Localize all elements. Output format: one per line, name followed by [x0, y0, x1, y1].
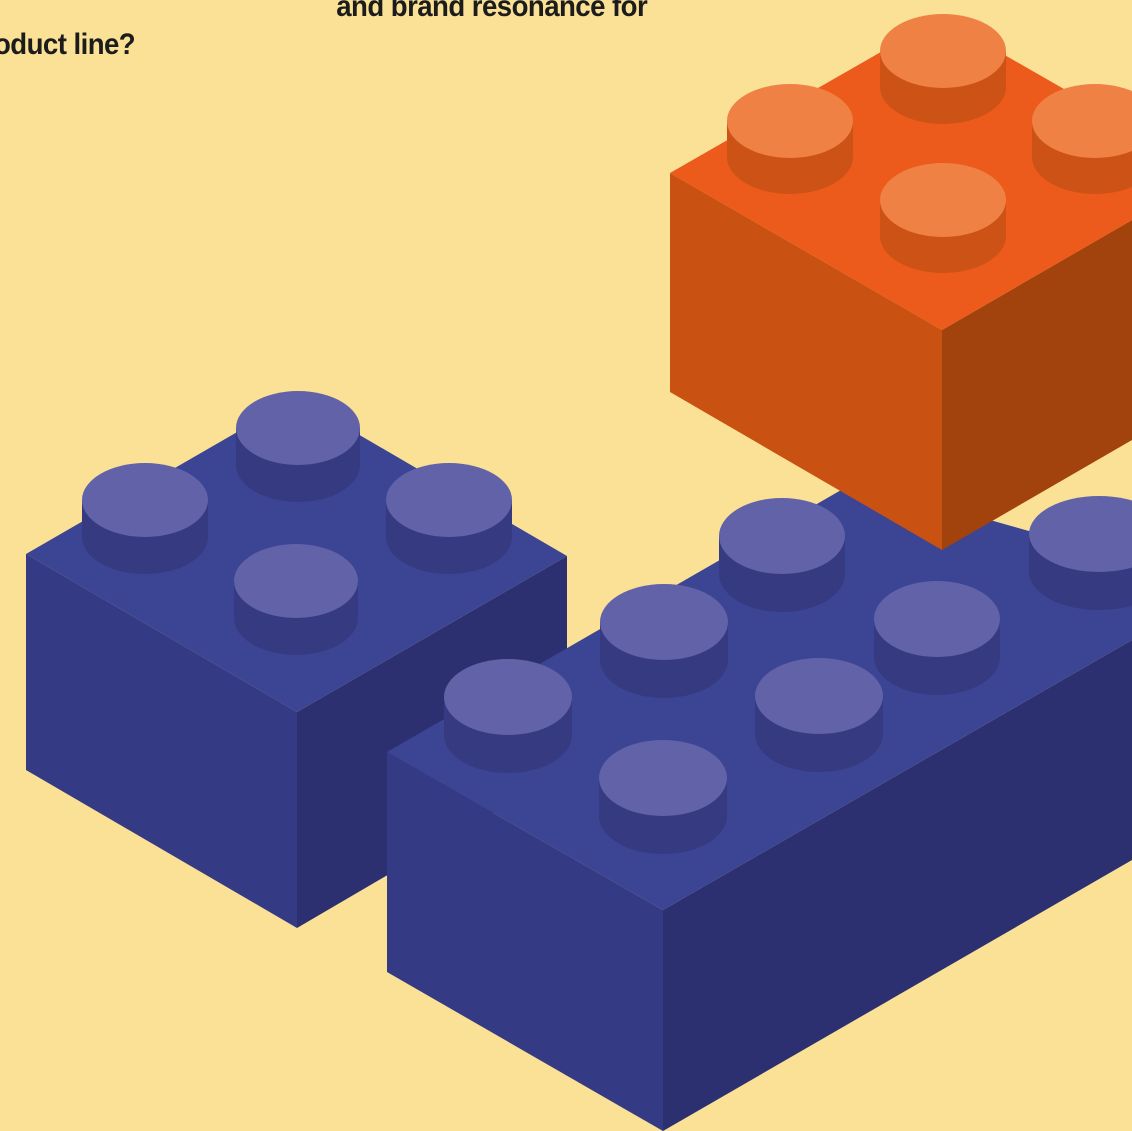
stud — [1032, 84, 1132, 194]
stud — [386, 463, 512, 574]
stud — [1029, 496, 1132, 610]
blue-brick-small — [26, 391, 567, 928]
blue-brick-large-right-face — [663, 640, 1132, 1131]
stud — [880, 163, 1006, 273]
stud — [880, 14, 1006, 124]
orange-brick-studs — [727, 14, 1132, 273]
blue-brick-large-studs — [444, 496, 1132, 854]
orange-brick-left-face — [670, 173, 942, 550]
stud — [600, 584, 728, 698]
stud — [82, 463, 208, 574]
stud — [236, 391, 360, 502]
stud — [874, 581, 1000, 695]
headline-line-2: oduct line? — [0, 28, 136, 61]
stud — [599, 740, 727, 854]
blue-brick-large-left-face — [387, 752, 663, 1131]
stud — [755, 658, 883, 772]
stud — [719, 498, 845, 612]
orange-brick — [670, 14, 1132, 550]
stud — [444, 659, 572, 773]
headline-line-1: and brand resonance for — [336, 0, 648, 23]
stud — [234, 544, 358, 655]
blue-brick-small-studs — [82, 391, 512, 655]
stud — [727, 84, 853, 194]
blue-brick-small-left-face — [26, 554, 297, 928]
headline: and brand resonance for oduct line? — [0, 0, 648, 64]
blue-brick-large — [387, 482, 1132, 1131]
